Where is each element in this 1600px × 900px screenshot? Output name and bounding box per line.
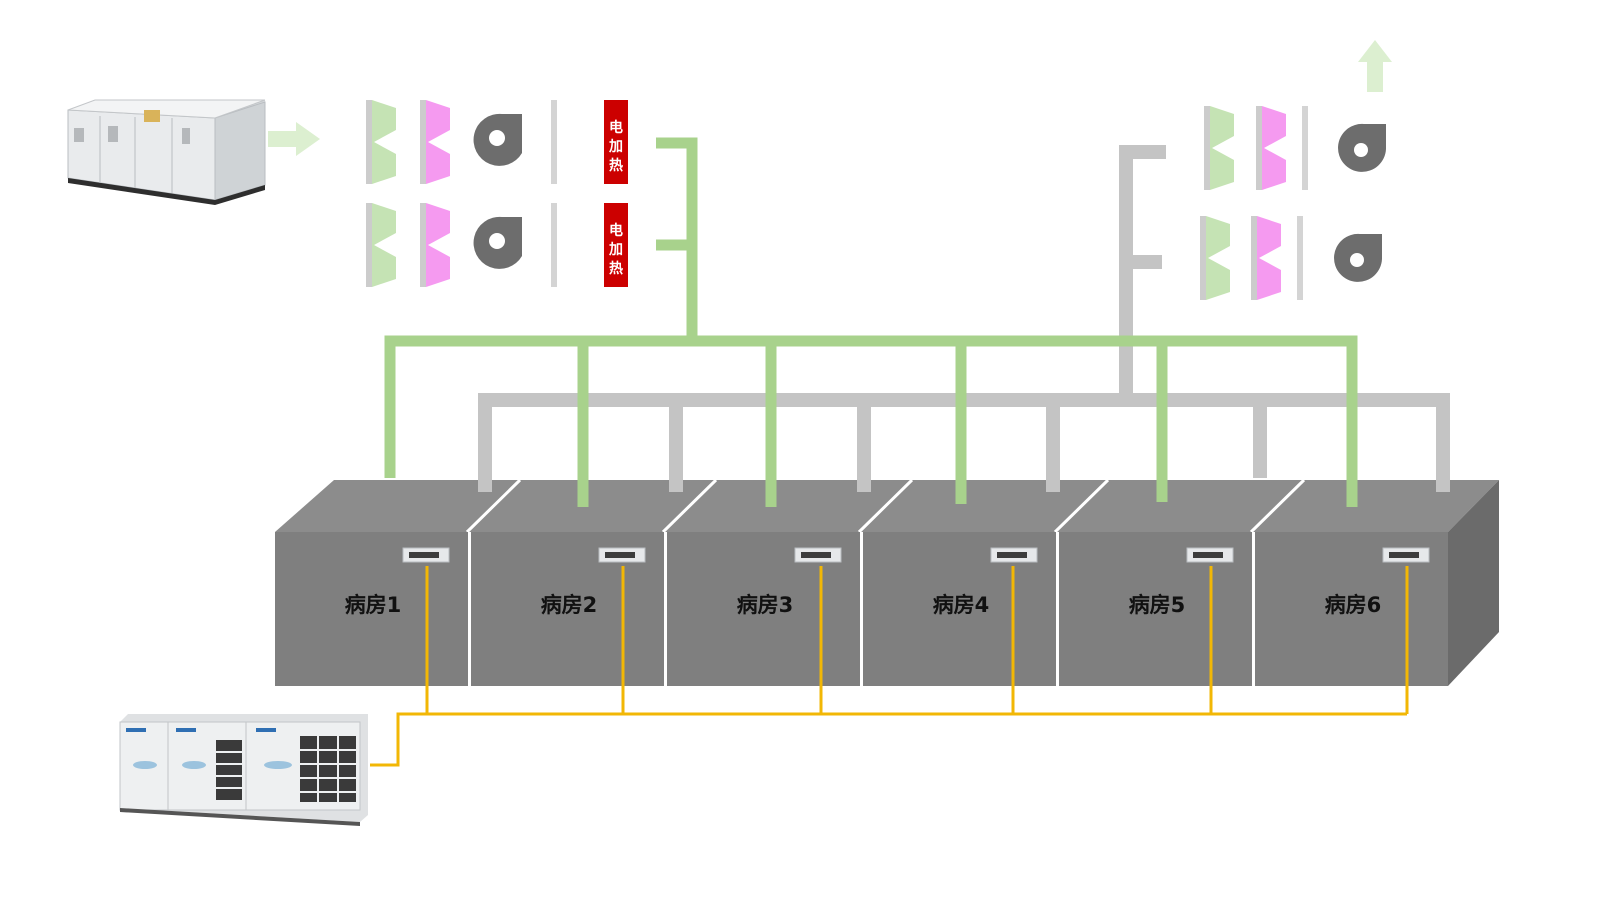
heater-char: 电 [609,222,623,239]
ceiling-cassette-icon [1186,547,1234,563]
filter-section-icon [420,100,450,184]
electric-heater: 电 加 热 [604,203,628,287]
filter-section-icon [1256,106,1286,190]
supply-train-row-1: 电 加 热 [366,100,628,184]
supply-train-row-2: 电 加 热 [366,203,628,287]
centrifugal-fan-icon [473,216,522,269]
heater-char: 加 [608,139,623,155]
filter-section-icon [366,100,396,184]
ward-block-side [1448,480,1499,686]
filter-section-icon [1204,106,1234,190]
ceiling-cassette-icon [402,547,450,563]
supply-duct-network [384,137,1358,505]
filter-section-icon [420,203,450,287]
ceiling-cassette-icon [1382,547,1430,563]
rooms: 病房1 病房2 病房3 病房4 病房5 病房6 [275,532,1448,686]
filter-section-icon [1251,216,1281,300]
centrifugal-fan-icon [1338,123,1386,172]
ceiling-cassette-icon [990,547,1038,563]
filter-section-icon [366,203,396,287]
exhaust-train-row-1 [1204,106,1386,190]
heater-char: 电 [609,119,623,136]
room-label: 病房1 [345,593,402,617]
room-label: 病房4 [933,593,990,617]
arrow-right-icon [268,122,320,156]
heater-char: 热 [609,260,623,277]
room-label: 病房3 [737,593,794,617]
room-1: 病房1 [275,532,468,686]
centrifugal-fan-icon [473,113,522,166]
room-5: 病房5 [1059,532,1252,686]
exhaust-train-row-2 [1200,216,1382,300]
room-2: 病房2 [471,532,664,686]
duct-drops-on-top [478,480,1450,507]
room-label: 病房5 [1129,593,1186,617]
heater-char: 加 [608,242,623,258]
damper-icon [1297,216,1303,300]
centrifugal-fan-icon [1334,233,1382,282]
refrigerant-piping [370,566,1409,767]
ceiling-cassette-icon [794,547,842,563]
heater-char: 热 [609,157,623,174]
arrow-up-icon [1358,40,1392,92]
ceiling-cassette-icon [598,547,646,563]
room-6: 病房6 [1255,532,1448,686]
damper-icon [551,100,557,184]
room-3: 病房3 [667,532,860,686]
room-label: 病房2 [541,593,598,617]
room-label: 病房6 [1325,593,1382,617]
vrf-outdoor-unit-icon [119,714,368,826]
room-4: 病房4 [863,532,1056,686]
damper-icon [1302,106,1308,190]
electric-heater: 电 加 热 [604,100,628,184]
ahu-unit-icon [67,99,266,205]
damper-icon [551,203,557,287]
filter-section-icon [1200,216,1230,300]
